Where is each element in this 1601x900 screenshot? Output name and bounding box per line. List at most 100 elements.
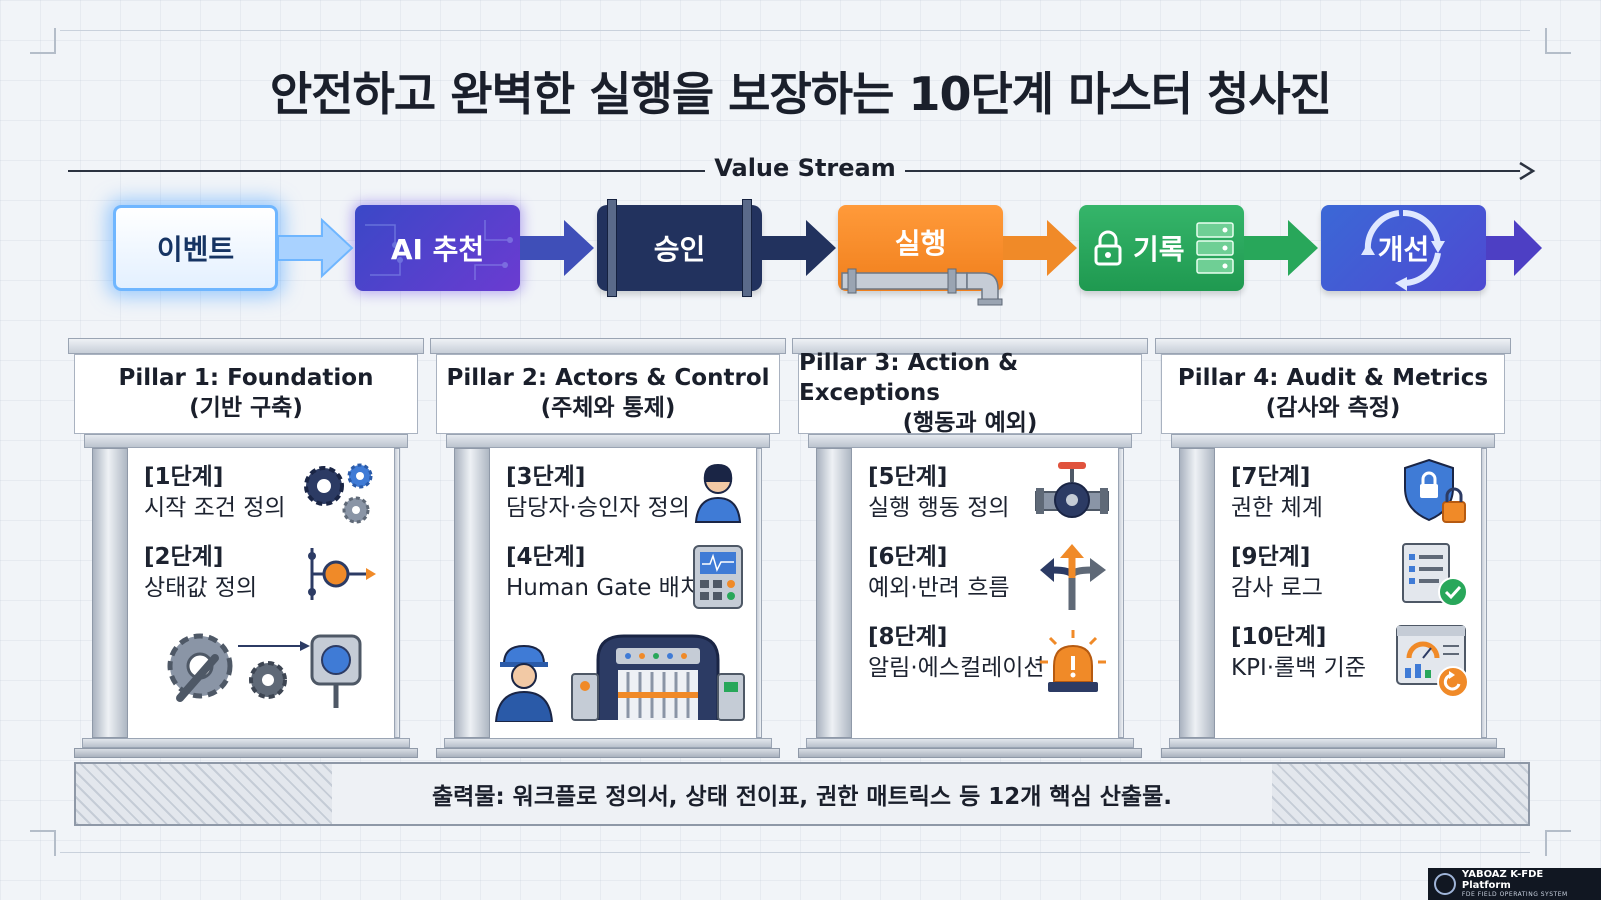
stage-execute: 실행 — [838, 205, 1003, 306]
pillar-cap — [1155, 338, 1511, 354]
footer-text: 출력물: 워크플로 정의서, 상태 전이표, 권한 매트릭스 등 12개 핵심 … — [332, 764, 1272, 824]
stage-label: AI 추천 — [390, 233, 485, 266]
dashboard-rollback-icon — [1396, 625, 1469, 698]
stage-label: 실행 — [894, 227, 947, 260]
step-label: [2단계] — [144, 544, 224, 570]
step-label: [4단계] — [506, 544, 586, 570]
checklist-icon — [1402, 543, 1468, 607]
platform-logo-icon — [1434, 873, 1456, 895]
step-label: [5단계] — [868, 464, 948, 490]
step-10: [10단계] KPI·롤백 기준 — [1231, 622, 1366, 684]
wrench-gear-icon — [167, 633, 362, 708]
pillar-column — [454, 448, 490, 738]
step-9: [9단계] 감사 로그 — [1231, 542, 1323, 604]
pillar-capital — [808, 434, 1132, 448]
step-8: [8단계] 알림·에스컬레이션 — [868, 622, 1045, 684]
step-label: [1단계] — [144, 464, 224, 490]
pillar-subtitle: (기반 구축) — [189, 395, 303, 421]
cycle-icon — [1361, 209, 1445, 291]
step-label: [10단계] — [1231, 624, 1327, 650]
step-2: [2단계] 상태값 정의 — [144, 542, 257, 604]
flow-arrow-icon — [1486, 220, 1542, 276]
gate-post-right — [742, 199, 752, 297]
pillar-base — [444, 738, 772, 748]
step-label: [8단계] — [868, 624, 948, 650]
stage-improve: 개선 — [1321, 205, 1486, 291]
badge-main: YABOAZ K-FDE Platform — [1461, 869, 1544, 892]
pillar-header: Pillar 4: Audit & Metrics (감사와 측정) — [1161, 354, 1505, 434]
step-text: 감사 로그 — [1231, 575, 1323, 602]
step-text: 알림·에스컬레이션 — [868, 655, 1045, 682]
pillar-foundation: Pillar 1: Foundation (기반 구축) [1단계] 시작 조건… — [68, 338, 424, 758]
step-text: 상태값 정의 — [144, 575, 258, 602]
pillar-header: Pillar 1: Foundation (기반 구축) — [74, 354, 418, 434]
pillar-cap — [792, 338, 1148, 354]
step-text: Human Gate 배치 — [506, 575, 701, 602]
pillar-actors-control: Pillar 2: Actors & Control (주체와 통제) [3단계… — [430, 338, 786, 758]
flow-arrow-icon — [1003, 220, 1077, 276]
pillar-cap — [430, 338, 786, 354]
worker-icon — [494, 644, 554, 722]
corner-mark — [1545, 830, 1571, 856]
stage-approve: 승인 — [597, 199, 762, 297]
pillar-title: Pillar 4: Audit & Metrics — [1177, 365, 1489, 392]
step-text: 담당자·승인자 정의 — [506, 495, 690, 522]
server-icon — [1195, 222, 1234, 274]
platform-badge: YABOAZ K-FDE Platform FDE FIELD OPERATIN… — [1428, 868, 1601, 900]
stage-label: 이벤트 — [156, 233, 235, 266]
step-label: [3단계] — [506, 464, 586, 490]
pillar-wall — [394, 448, 400, 738]
flow-arrow-icon — [278, 217, 354, 279]
step-1: [1단계] 시작 조건 정의 — [144, 462, 286, 524]
pillar-subtitle: (행동과 예외) — [902, 409, 1038, 436]
frame-top-line — [60, 30, 1530, 31]
pillar-column — [92, 448, 128, 738]
pillar-base — [82, 738, 410, 748]
pillar-base — [74, 748, 418, 758]
pillar-wall — [756, 448, 762, 738]
pillar-column — [1179, 448, 1215, 738]
step-label: [9단계] — [1231, 544, 1311, 570]
pillar-audit-metrics: Pillar 4: Audit & Metrics (감사와 측정) [7단계]… — [1155, 338, 1511, 758]
lock-icon — [1094, 230, 1122, 266]
step-4: [4단계] Human Gate 배치 — [506, 542, 701, 604]
person-icon — [694, 464, 742, 523]
value-stream-arrowhead-icon — [1519, 161, 1536, 181]
pillar-title: Pillar 3: Action & Exceptions — [799, 350, 1019, 407]
gears-icon — [304, 463, 373, 524]
pipe-icon — [841, 268, 1003, 306]
output-footer: 출력물: 워크플로 정의서, 상태 전이표, 권한 매트릭스 등 12개 핵심 … — [74, 762, 1530, 826]
pillar-subtitle: (감사와 측정) — [1265, 395, 1401, 421]
step-label: [6단계] — [868, 544, 948, 570]
pillar-capital — [446, 434, 770, 448]
value-stream-line-right — [905, 170, 1520, 172]
pillar-base — [798, 748, 1142, 758]
step-label: [7단계] — [1231, 464, 1311, 490]
flow-arrow-icon — [520, 220, 594, 276]
page-title: 안전하고 완벽한 실행을 보장하는 10단계 마스터 청사진 — [269, 67, 1332, 121]
gate-machine-icon — [571, 634, 745, 721]
pillar-capital — [84, 434, 408, 448]
valve-icon — [1035, 462, 1109, 518]
pillar-action-exceptions: Pillar 3: Action & Exceptions (행동과 예외) [… — [792, 338, 1148, 758]
corner-mark — [30, 830, 56, 856]
pillar-title: Pillar 1: Foundation — [118, 365, 374, 392]
corner-mark — [1545, 28, 1571, 54]
step-text: 실행 행동 정의 — [868, 495, 1010, 522]
badge-sub: FDE FIELD OPERATING SYSTEM — [1461, 891, 1568, 899]
pillar-capital — [1171, 434, 1495, 448]
step-text: 권한 체계 — [1231, 495, 1323, 522]
alarm-icon — [1040, 630, 1106, 692]
pillar-base — [1169, 738, 1497, 748]
pillar-subtitle: (주체와 통제) — [540, 395, 676, 421]
state-node-icon — [308, 548, 376, 600]
value-stream-line-left — [68, 170, 705, 172]
stage-ai-recommend: AI 추천 — [355, 205, 520, 291]
value-stream-label: Value Stream — [714, 154, 896, 182]
pillar-wall — [1118, 448, 1124, 738]
step-7: [7단계] 권한 체계 — [1231, 462, 1323, 524]
pillar-base — [436, 748, 780, 758]
step-6: [6단계] 예외·반려 흐름 — [868, 542, 1010, 604]
stage-event: 이벤트 — [113, 205, 278, 291]
shield-lock-icon — [1404, 458, 1466, 523]
